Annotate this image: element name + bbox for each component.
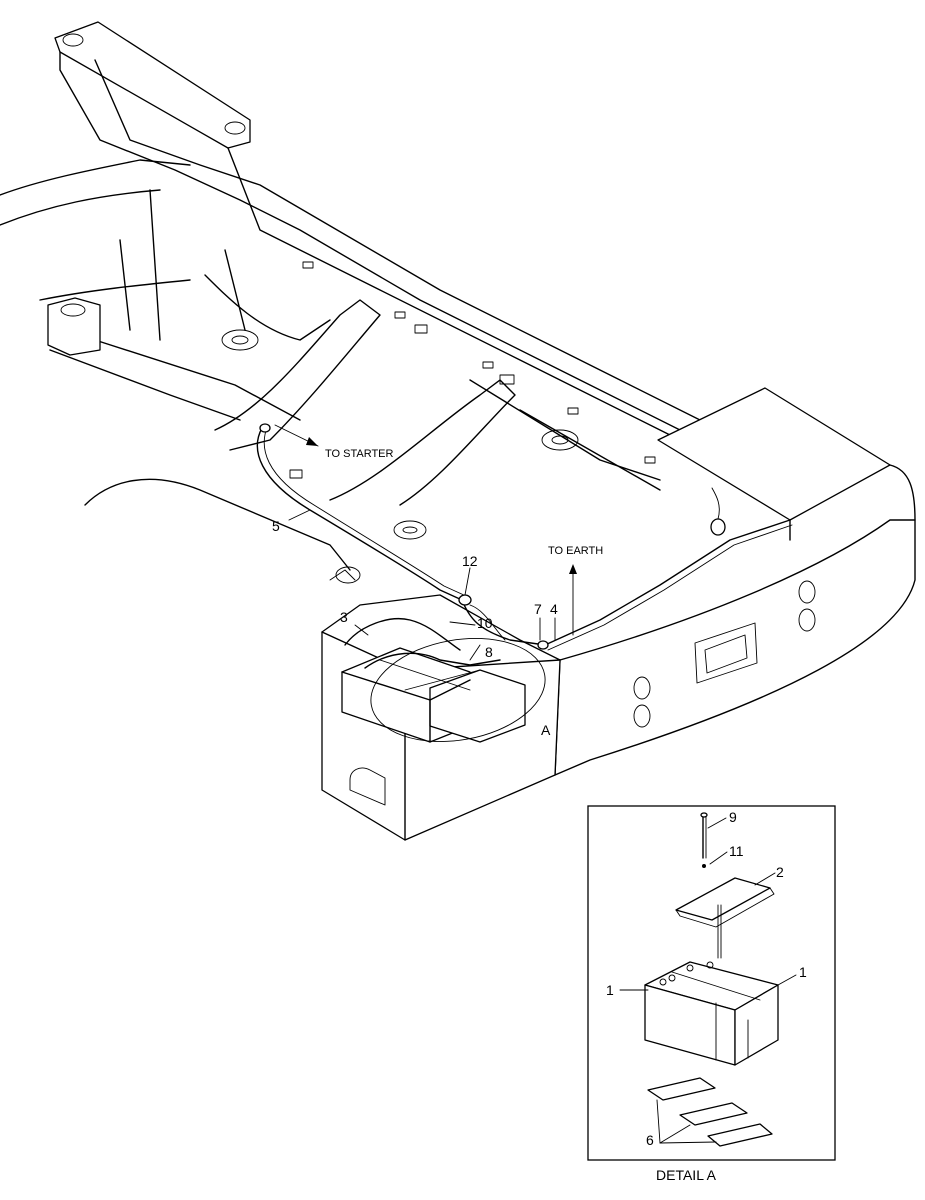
detail-a-circle: [370, 637, 546, 743]
to-earth-arrow: [569, 564, 577, 636]
to-starter-arrow: [274, 424, 319, 447]
detail-callout-11: 11: [729, 843, 744, 859]
upper-frame: [0, 21, 821, 540]
callout-7: 7: [534, 601, 542, 617]
detail-a-title: DETAIL A: [656, 1167, 717, 1183]
batteries-installed: [341, 647, 526, 743]
detail-callout-1-right: 1: [799, 964, 807, 980]
callout-12: 12: [462, 553, 478, 569]
detail-callout-2: 2: [776, 864, 784, 880]
detail-a-marker: A: [541, 722, 551, 738]
to-earth-label: TO EARTH: [548, 545, 603, 557]
detail-callout-6: 6: [646, 1132, 654, 1148]
detail-a-box: 9 11 2 1 1 6: [587, 805, 836, 1161]
callout-4: 4: [550, 601, 558, 617]
callout-10: 10: [477, 615, 493, 631]
cables: [256, 423, 793, 669]
leader-lines: [288, 509, 556, 661]
to-starter-label: TO STARTER: [325, 448, 394, 460]
callout-3: 3: [340, 609, 348, 625]
counterweight: [554, 387, 916, 776]
callout-5: 5: [272, 518, 280, 534]
detail-callout-1-left: 1: [606, 982, 614, 998]
callout-8: 8: [485, 644, 493, 660]
boom-outline: [84, 478, 351, 571]
detail-callout-9: 9: [729, 809, 737, 825]
